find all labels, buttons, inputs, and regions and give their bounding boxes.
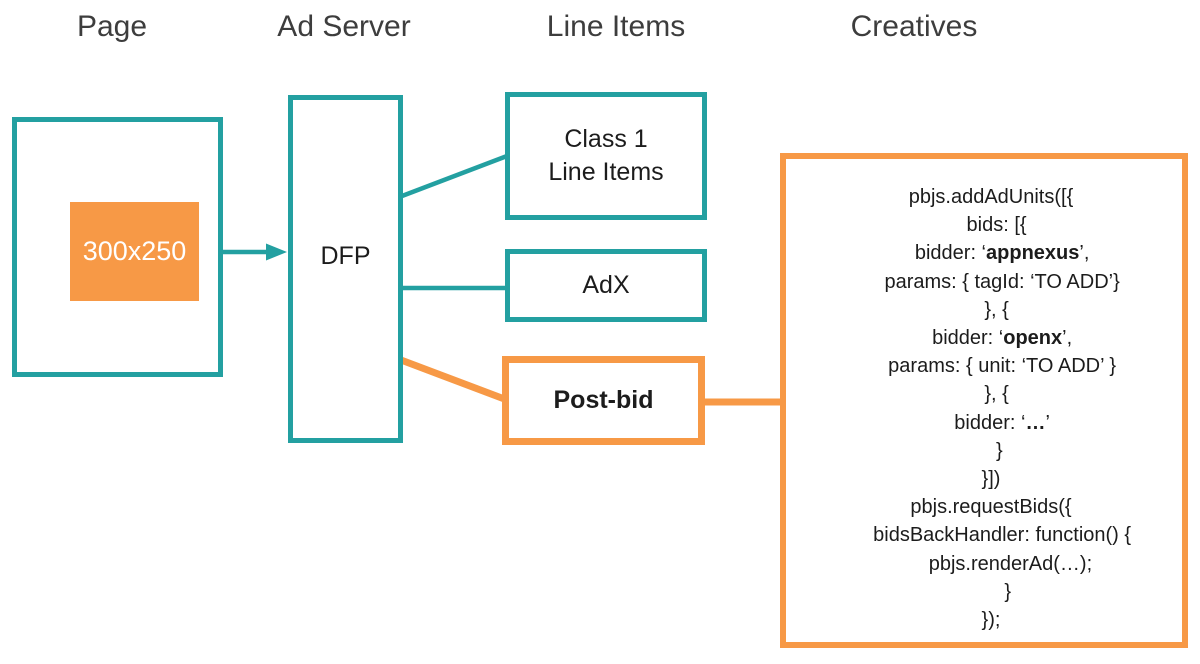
postbid-box: Post-bid: [502, 356, 705, 445]
code-line: pbjs.requestBids({: [910, 496, 1072, 519]
code-line: bidsBackHandler: function() {: [850, 524, 1132, 547]
column-header-line-items: Line Items: [546, 10, 686, 43]
class1-label: Class 1 Line Items: [548, 123, 663, 189]
code-line: bidder: ‘appnexus’,: [892, 242, 1090, 265]
code-line: bidder: ‘…’: [932, 411, 1050, 434]
connector-dfp-to-class1: [401, 153, 508, 199]
dfp-label: DFP: [320, 241, 371, 270]
code-line: pbjs.addAdUnits([{: [908, 186, 1074, 208]
class1-line-items-box: Class 1 Line Items: [505, 92, 707, 220]
code-line: bidder: ‘openx’,: [909, 327, 1073, 350]
code-line: });: [981, 609, 1001, 632]
adx-box: AdX: [505, 249, 707, 322]
code-line: params: { tagId: ‘TO ADD’}: [862, 270, 1120, 293]
dfp-box: DFP: [288, 95, 403, 443]
code-line: bids: [{: [955, 214, 1027, 237]
adx-label: AdX: [582, 271, 630, 299]
column-header-ad-server: Ad Server: [277, 10, 411, 43]
code-line: pbjs.renderAd(…);: [889, 552, 1093, 575]
ad-slot-300x250: 300x250: [70, 202, 199, 301]
class1-label-line2: Line Items: [548, 158, 664, 186]
ad-slot-label: 300x250: [82, 236, 187, 266]
code-line: params: { unit: ‘TO ADD’ }: [865, 355, 1117, 378]
column-header-creatives: Creatives: [850, 10, 978, 43]
code-line: }: [979, 439, 1003, 462]
code-line: }: [970, 580, 1012, 603]
column-header-page: Page: [76, 10, 148, 43]
connector-dfp-to-postbid: [399, 356, 509, 404]
arrow-adslot-to-dfp-head: [266, 243, 287, 261]
code-line: }]): [981, 468, 1001, 491]
code-line: }, {: [973, 383, 1009, 406]
code-line: }, {: [973, 298, 1009, 321]
creatives-code-box: pbjs.addAdUnits([{ bids: [{ bidder: ‘app…: [780, 153, 1188, 648]
class1-label-line1: Class 1: [564, 125, 648, 153]
postbid-label: Post-bid: [553, 386, 654, 414]
code-block: pbjs.addAdUnits([{ bids: [{ bidder: ‘app…: [810, 183, 1172, 634]
